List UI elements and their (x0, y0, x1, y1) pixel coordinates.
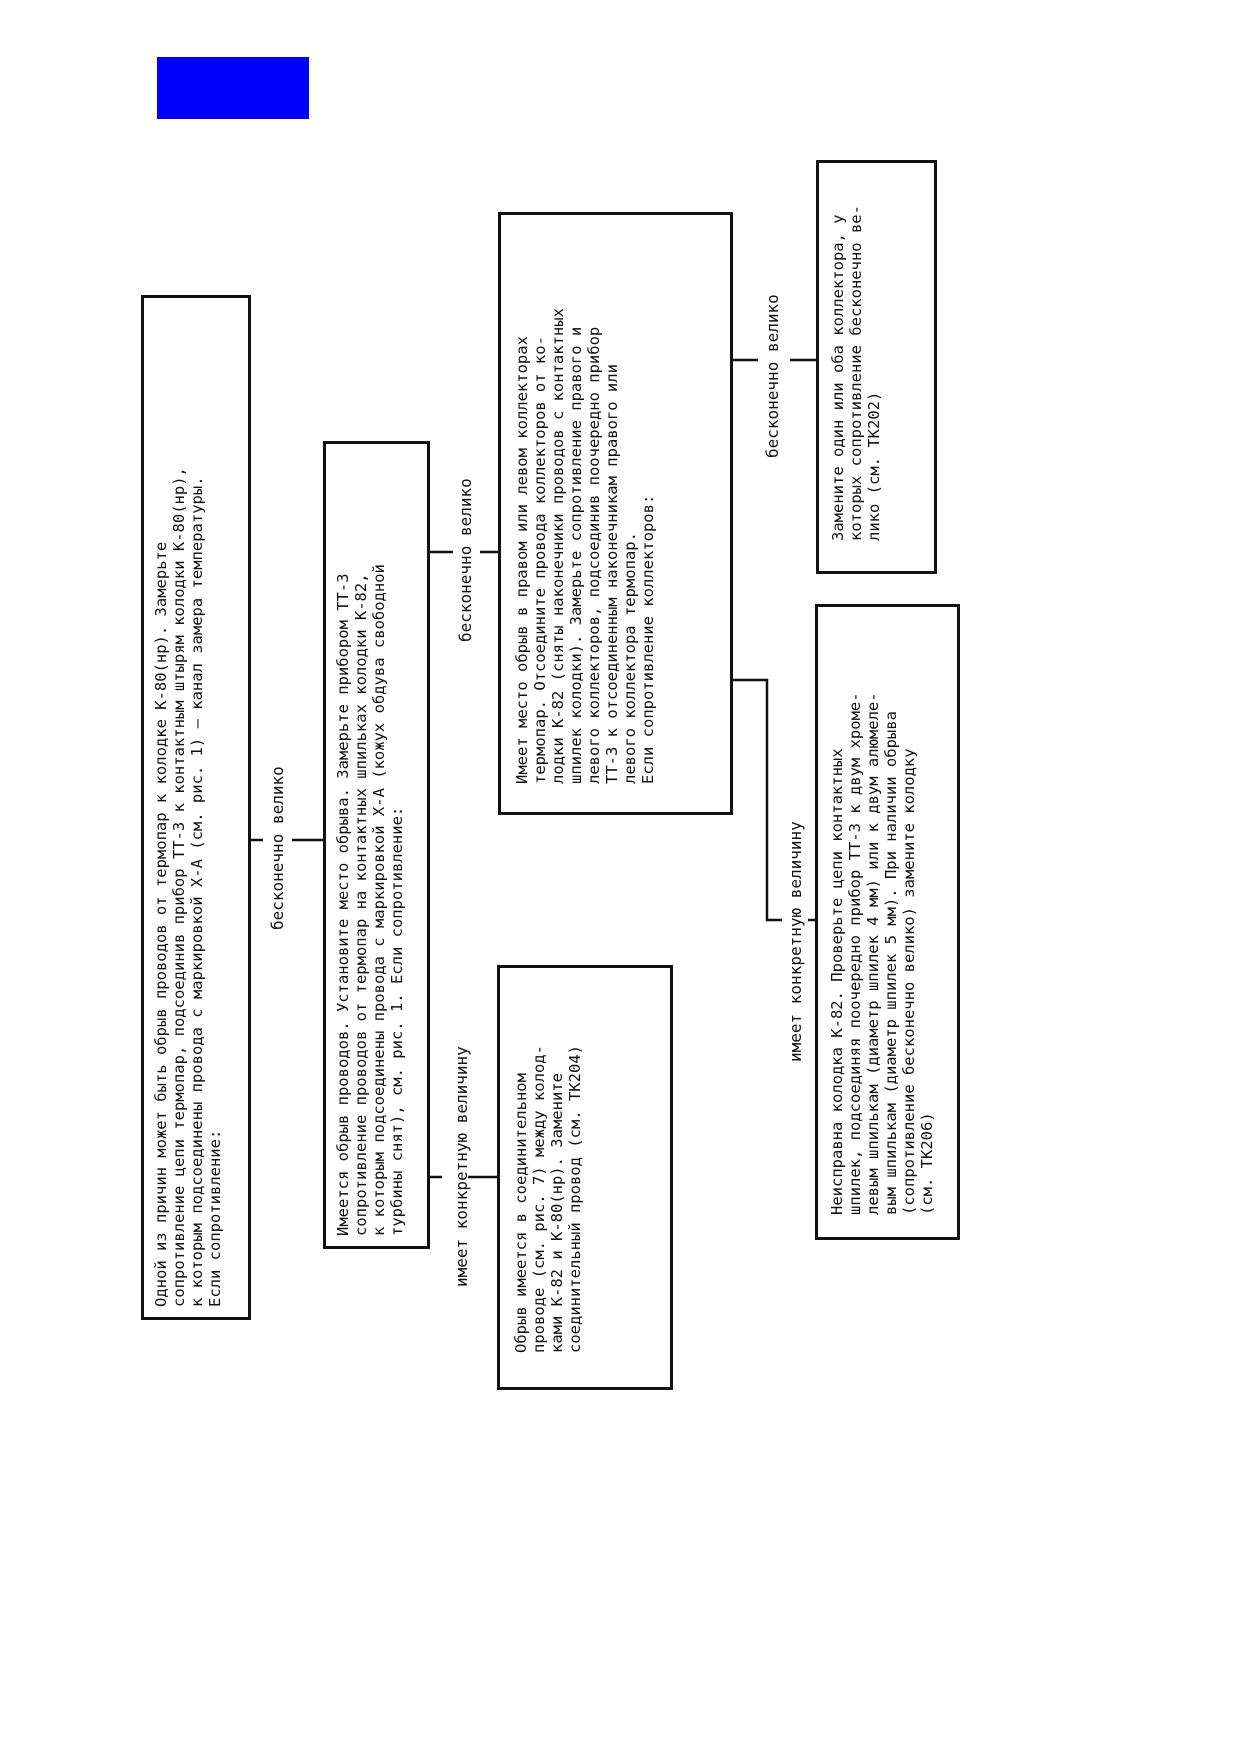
step-box-1: Одной из причин может быть обрыв проводо… (141, 295, 251, 1320)
step-box-6-text: Неисправна колодка К-82. Проверьте цепи … (828, 692, 936, 1215)
step-box-5: Замените один или оба коллектора, у кото… (816, 160, 937, 574)
edge-label-b4-b6: имеет конкретную величину (786, 821, 805, 1062)
connector-b4-b6 (731, 678, 782, 922)
step-box-5-text: Замените один или оба коллектора, у кото… (829, 205, 883, 541)
step-box-4-text: Имеет место обрыв в правом или левом кол… (513, 308, 657, 784)
edge-label-b2-b3: имеет конкретную величину (452, 1046, 471, 1287)
edge-label-b1-b2: бесконечно велико (268, 766, 287, 930)
step-box-3: Обрыв имеется в соединительном проводе (… (497, 965, 673, 1390)
step-box-1-text: Одной из причин может быть обрыв проводо… (152, 467, 224, 1307)
step-box-4: Имеет место обрыв в правом или левом кол… (498, 212, 733, 815)
step-box-2-text: Имеется обрыв проводов. Установите место… (334, 564, 406, 1236)
step-box-2: Имеется обрыв проводов. Установите место… (323, 441, 430, 1249)
step-box-3-text: Обрыв имеется в соединительном проводе (… (512, 1045, 584, 1353)
step-box-6: Неисправна колодка К-82. Проверьте цепи … (815, 604, 960, 1240)
edge-label-b4-b5: бесконечно велико (763, 294, 782, 458)
edge-label-b2-b4: бесконечно велико (456, 478, 475, 642)
blue-marker-block (157, 57, 309, 119)
